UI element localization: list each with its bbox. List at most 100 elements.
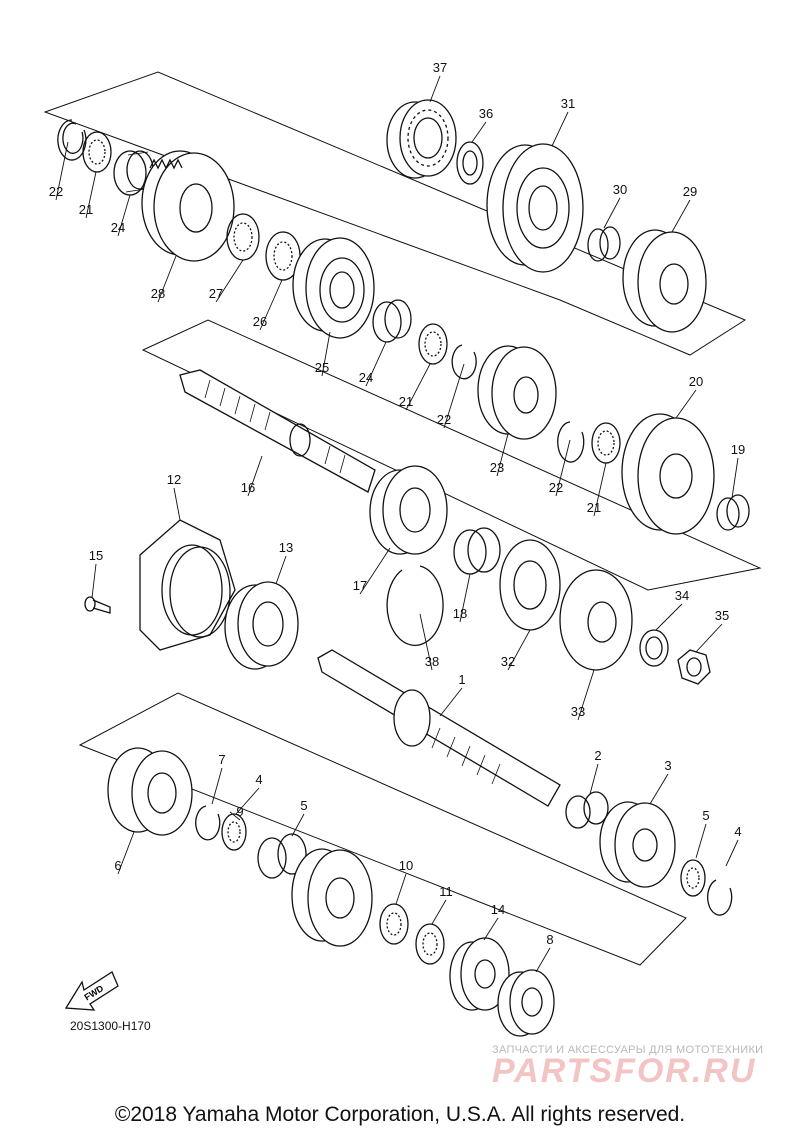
leader-line [439,687,463,717]
part-29-gear [622,229,707,333]
callout-36: 36 [479,106,493,121]
callout-16: 16 [241,480,255,495]
callout-11: 11 [439,884,453,899]
callout-9: 9 [236,804,243,819]
leader-line [229,811,241,821]
part-23-gear [477,345,557,440]
callout-26: 26 [253,314,267,329]
part-18-collar [453,527,501,575]
part-12-bearing-housing [139,519,236,651]
callout-3: 3 [664,758,671,773]
copyright-notice: ©2018 Yamaha Motor Corporation, U.S.A. A… [114,1103,686,1126]
leader-line [577,669,595,721]
callout-38: 38 [425,654,439,669]
leader-line [173,487,181,521]
part-20-gear [621,413,715,535]
leader-line [603,197,621,229]
part-7-needle-bearing [257,833,307,879]
callout-30: 30 [613,182,627,197]
callout-10: 10 [399,858,413,873]
part-11-gear [449,937,510,1011]
leader-line [471,121,487,143]
part-13-ball-bearing [224,581,299,670]
leader-line [365,341,387,387]
callout-12: 12 [167,472,181,487]
leader-line [555,439,571,497]
callout-21: 21 [399,394,413,409]
callout-23: 23 [490,460,504,475]
part-3-gear [599,801,676,888]
leader-line [235,787,260,815]
part-31-gear [486,143,584,273]
callout-21: 21 [79,202,93,217]
leader-line [405,363,431,411]
callout-5: 5 [300,798,307,813]
leader-line [483,917,499,941]
callout-6: 6 [114,858,121,873]
leader-line [695,623,723,653]
drive-axle-frame [141,319,762,591]
callout-21: 21 [587,500,601,515]
part-1-main-axle [317,649,561,807]
leader-line [85,171,97,219]
leader-line [321,331,331,377]
part-6-gear [107,747,193,836]
callout-27: 27 [209,286,223,301]
callout-35: 35 [715,608,729,623]
part-21-washer-right [591,422,621,464]
part-2-bushing [565,791,609,829]
part-33-sprocket [559,569,633,671]
leader-line [429,75,441,103]
part-14-ball-bearing [497,969,555,1037]
part-4-washer-left [221,813,247,851]
callout-14: 14 [491,902,505,917]
part-35-nut [677,649,711,685]
callout-24: 24 [359,370,373,385]
leader-line [359,547,391,595]
callout-24: 24 [111,220,125,235]
leader-line [725,839,739,867]
part-34-lock-washer [639,629,669,667]
callout-4: 4 [255,772,262,787]
leader-line [655,603,683,631]
part-9-washer [379,903,409,945]
callout-15: 15 [89,548,103,563]
callout-5: 5 [702,808,709,823]
callout-8: 8 [546,932,553,947]
part-24-needle-bearing-lower [372,299,412,343]
callout-19: 19 [731,442,745,457]
part-10-lock-washer [415,923,445,965]
part-22-circlip [57,119,87,161]
part-28-gear [141,150,235,262]
leader-line [695,823,707,859]
leader-line [551,111,569,147]
callout-7: 7 [218,752,225,767]
part-15-bolt [84,596,111,614]
leader-line [459,573,471,623]
leader-line [211,767,223,805]
leader-line [117,194,131,237]
leader-line [589,763,599,795]
part-4-washer-right [680,859,706,897]
part-22-circlip-right [557,421,585,463]
callout-20: 20 [689,374,703,389]
watermark-logo: PARTSFOR.RU [492,1052,757,1090]
callout-4: 4 [734,824,741,839]
callout-22: 22 [49,184,63,199]
callout-29: 29 [683,184,697,199]
leader-line [291,813,305,837]
leader-line [215,259,244,303]
callout-22: 22 [549,480,563,495]
part-17-ball-bearing [369,465,448,555]
callout-25: 25 [315,360,329,375]
callout-2: 2 [594,748,601,763]
part-30-bushing [587,226,621,262]
part-5-circlip-left [195,805,221,841]
leader-line [247,455,263,497]
part-21-washer-lower [418,323,448,365]
leader-line [649,773,669,805]
callout-13: 13 [279,540,293,555]
callout-22: 22 [437,412,451,427]
